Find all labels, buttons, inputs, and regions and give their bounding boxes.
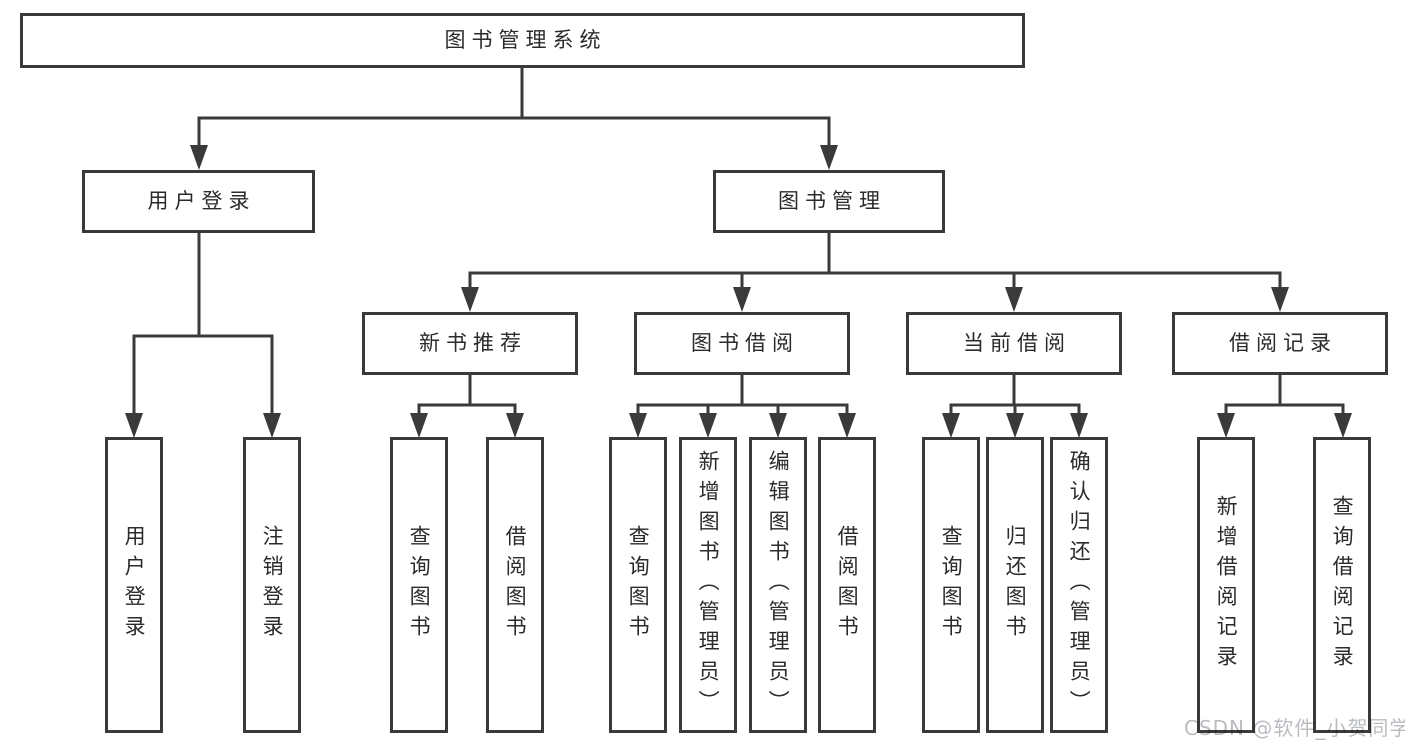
node-user-login: 用户登录 xyxy=(82,170,315,233)
connector-paths xyxy=(132,68,1345,434)
node-leaf-logout: 注销登录 xyxy=(243,437,301,733)
node-leaf-query-book-recommend: 查询图书 xyxy=(390,437,448,733)
node-leaf-return-book: 归还图书 xyxy=(986,437,1044,733)
watermark: CSDN @软件_小贺同学 xyxy=(1184,716,1405,740)
arrowhead-icon xyxy=(410,413,428,438)
arrowhead-icon xyxy=(838,413,856,438)
node-new-book-recommend: 新书推荐 xyxy=(362,312,578,375)
node-borrow-record: 借阅记录 xyxy=(1172,312,1388,375)
node-leaf-query-book-current: 查询图书 xyxy=(922,437,980,733)
arrowhead-group xyxy=(125,145,1352,438)
node-leaf-add-book-admin: 新增图书（管理员） xyxy=(679,437,737,733)
arrowhead-icon xyxy=(125,413,143,438)
node-book-borrow: 图书借阅 xyxy=(634,312,850,375)
arrowhead-icon xyxy=(1005,287,1023,312)
arrowhead-icon xyxy=(263,413,281,438)
arrowhead-icon xyxy=(506,413,524,438)
node-leaf-edit-book-admin: 编辑图书（管理员） xyxy=(749,437,807,733)
arrowhead-icon xyxy=(1070,413,1088,438)
arrowhead-icon xyxy=(1271,287,1289,312)
arrowhead-icon xyxy=(699,413,717,438)
arrowhead-icon xyxy=(1334,413,1352,438)
node-leaf-borrow-book-recommend: 借阅图书 xyxy=(486,437,544,733)
arrowhead-icon xyxy=(461,287,479,312)
node-current-borrow: 当前借阅 xyxy=(906,312,1122,375)
arrowhead-icon xyxy=(1006,413,1024,438)
arrowhead-icon xyxy=(942,413,960,438)
node-leaf-user-login: 用户登录 xyxy=(105,437,163,733)
node-leaf-confirm-return-admin: 确认归还（管理员） xyxy=(1050,437,1108,733)
arrowhead-icon xyxy=(733,287,751,312)
arrowhead-icon xyxy=(629,413,647,438)
node-leaf-add-borrow-record: 新增借阅记录 xyxy=(1197,437,1255,733)
arrowhead-icon xyxy=(820,145,838,170)
node-system: 图书管理系统 xyxy=(20,13,1025,68)
arrowhead-icon xyxy=(1217,413,1235,438)
arrowhead-icon xyxy=(190,145,208,170)
node-leaf-query-book-borrow: 查询图书 xyxy=(609,437,667,733)
arrowhead-icon xyxy=(769,413,787,438)
node-book-management: 图书管理 xyxy=(713,170,945,233)
node-leaf-query-borrow-record: 查询借阅记录 xyxy=(1313,437,1371,733)
node-leaf-borrow-book: 借阅图书 xyxy=(818,437,876,733)
